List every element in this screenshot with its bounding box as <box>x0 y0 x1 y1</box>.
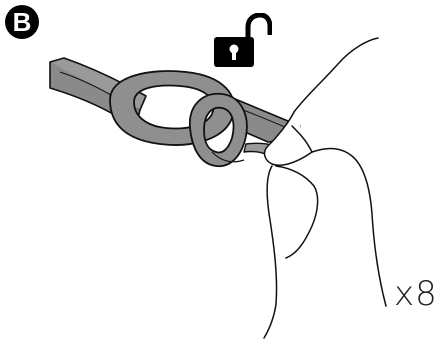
step-badge: B <box>5 5 39 39</box>
quantity-label: x8 <box>394 274 437 314</box>
unlocked-padlock-icon <box>212 13 272 69</box>
hand <box>264 38 386 338</box>
